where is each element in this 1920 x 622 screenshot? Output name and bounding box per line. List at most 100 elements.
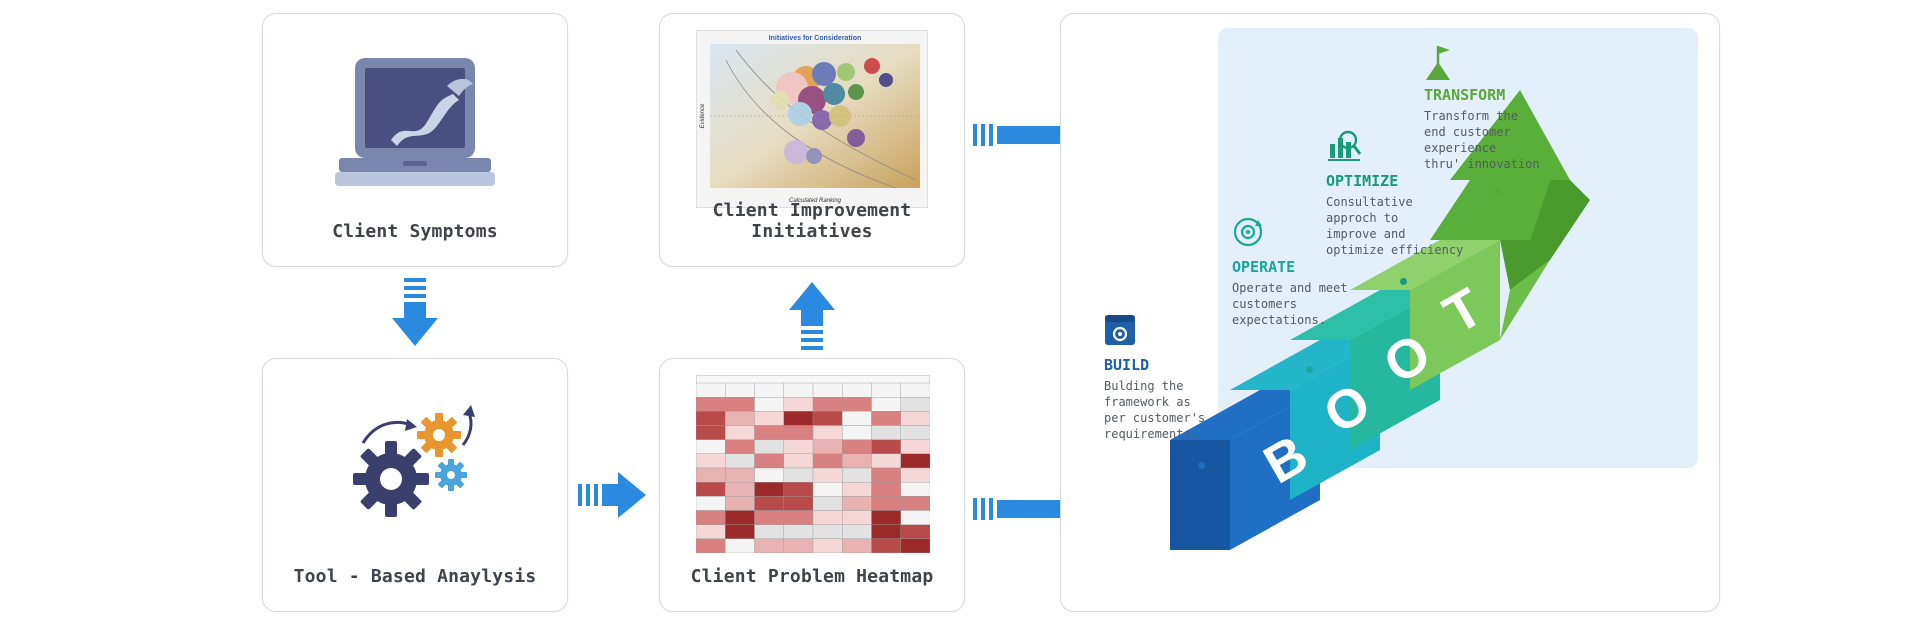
heatmap-cell (871, 382, 901, 398)
heatmap-cell (812, 467, 843, 483)
heatmap-cell (725, 481, 755, 497)
heatmap-cell (812, 453, 843, 469)
step-title-transform: TRANSFORM (1424, 86, 1506, 104)
card-label-analysis: Tool - Based Anaylysis (293, 566, 537, 587)
step-title-operate: OPERATE (1232, 258, 1296, 276)
heatmap-thumbnail (696, 375, 930, 553)
heatmap-cell (696, 510, 726, 525)
heatmap-cell (900, 496, 930, 511)
heatmap-cell (696, 411, 726, 426)
heatmap-cell (783, 453, 814, 469)
heatmap-cell (783, 496, 814, 511)
heatmap-cell (696, 439, 726, 455)
heatmap-cell (900, 467, 930, 483)
heatmap-cell (871, 411, 901, 426)
heatmap-cell (783, 397, 814, 412)
heatmap-cell (900, 538, 930, 553)
heatmap-cell (900, 382, 930, 398)
step-title-optimize: OPTIMIZE (1326, 172, 1399, 190)
bubble-chart-title: Initiatives for Consideration (769, 35, 862, 42)
heatmap-cell (812, 524, 843, 540)
heatmap-cell (725, 382, 755, 398)
laptop-icon (335, 50, 495, 200)
heatmap-cell (725, 411, 755, 426)
heatmap-cell (842, 453, 872, 469)
heatmap-cell (812, 538, 843, 553)
card-label-symptoms: Client Symptoms (332, 221, 498, 242)
heatmap-cell (871, 510, 901, 525)
heatmap-cell (725, 524, 755, 540)
heatmap-cell (900, 397, 930, 412)
heatmap-cell (871, 439, 901, 455)
heatmap-cell (783, 382, 814, 398)
heatmap-cell (783, 467, 814, 483)
heatmap-cell (783, 524, 814, 540)
heatmap-cell (900, 453, 930, 469)
heatmap-cell (725, 538, 755, 553)
heatmap-cell (696, 538, 726, 553)
heatmap-cell (783, 510, 814, 525)
heatmap-cell (725, 425, 755, 440)
heatmap-cell (754, 411, 784, 426)
heatmap-cell (842, 439, 872, 455)
boot-staircase: B O O T (1170, 90, 1670, 560)
heatmap-cell (871, 524, 901, 540)
heatmap-cell (783, 425, 814, 440)
leader-dot-build (1198, 462, 1205, 469)
heatmap-cell (842, 496, 872, 511)
heatmap-cell (871, 496, 901, 511)
heatmap-cell (871, 538, 901, 553)
heatmap-cell (754, 467, 784, 483)
heatmap-cell (842, 524, 872, 540)
heatmap-cell (696, 397, 726, 412)
heatmap-cell (725, 397, 755, 412)
heatmap-cell (783, 538, 814, 553)
heatmap-cell (754, 510, 784, 525)
heatmap-cell (725, 439, 755, 455)
heatmap-cell (754, 425, 784, 440)
heatmap-cell (696, 481, 726, 497)
card-client-symptoms: Client Symptoms (262, 13, 568, 267)
heatmap-cell (754, 538, 784, 553)
heatmap-cell (842, 510, 872, 525)
heatmap-cell (725, 467, 755, 483)
heatmap-cell (900, 439, 930, 455)
leader-dot-transform (1494, 188, 1501, 195)
heatmap-cell (696, 425, 726, 440)
leader-dot-operate (1306, 366, 1313, 373)
heatmap-cell (812, 439, 843, 455)
heatmap-cell (812, 425, 843, 440)
arrow-right-heatmap (578, 472, 648, 518)
heatmap-cell (900, 411, 930, 426)
heatmap-cell (812, 382, 843, 398)
step-title-build: BUILD (1104, 356, 1150, 374)
heatmap-cell (754, 496, 784, 511)
heatmap-cell (900, 425, 930, 440)
step-desc-build: Bulding the framework as per customer's … (1104, 379, 1206, 441)
heatmap-cell (871, 425, 901, 440)
heatmap-cell (842, 397, 872, 412)
heatmap-cell (871, 453, 901, 469)
heatmap-cell (900, 524, 930, 540)
heatmap-cell (812, 397, 843, 412)
heatmap-cell (871, 467, 901, 483)
operate-icon (1232, 216, 1264, 248)
heatmap-cell (754, 481, 784, 497)
heatmap-cell (754, 524, 784, 540)
heatmap-cell (696, 382, 726, 398)
optimize-icon (1326, 128, 1364, 164)
heatmap-cell (842, 481, 872, 497)
heatmap-cell (696, 496, 726, 511)
heatmap-cell (783, 411, 814, 426)
heatmap-cell (812, 496, 843, 511)
leader-dot-optimize (1400, 278, 1407, 285)
step-desc-optimize: Consultative approch to improve and opti… (1326, 195, 1464, 257)
bubble-chart-xlabel: Calculated Ranking (789, 198, 842, 204)
arrow-up (789, 280, 835, 350)
heatmap-cell (696, 524, 726, 540)
arrow-down (392, 278, 438, 348)
heatmap-cell (900, 481, 930, 497)
heatmap-cell (725, 496, 755, 511)
gears-icon (345, 399, 485, 529)
heatmap-cell (783, 481, 814, 497)
